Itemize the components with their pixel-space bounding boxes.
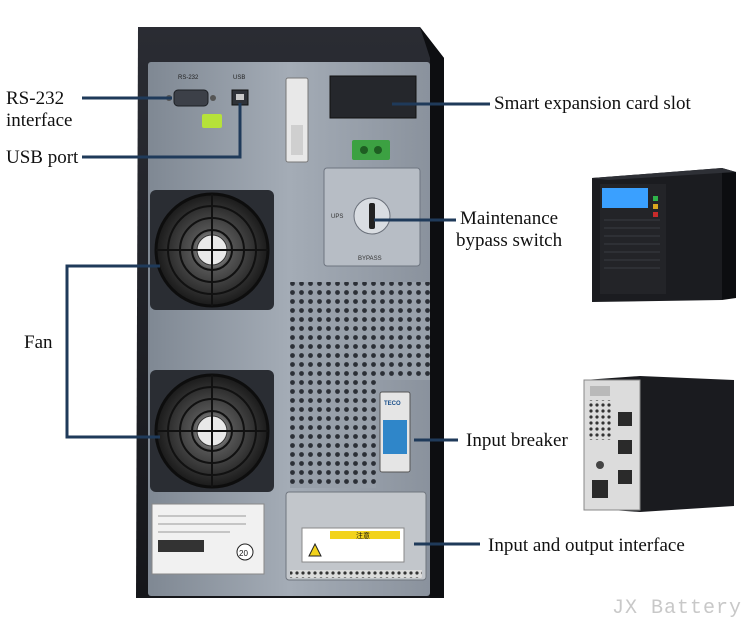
- usb-leader: [82, 103, 242, 159]
- input-breaker-label: Input breaker: [466, 430, 568, 451]
- small-outlet: [618, 470, 632, 484]
- usb-label: USB port: [6, 147, 79, 168]
- bypass-ups-label: UPS: [331, 214, 343, 220]
- bypass-label: BYPASS: [358, 256, 382, 262]
- cabinet-side: [420, 27, 444, 598]
- warning-icon: [308, 542, 322, 557]
- epo-terminal[interactable]: [352, 140, 390, 160]
- fan-leader: [65, 264, 160, 439]
- small-outlet: [618, 412, 632, 426]
- badge-icon: [236, 543, 254, 561]
- front-led: [653, 212, 658, 217]
- fan-label: Fan: [24, 332, 53, 353]
- bypass-switch-label-line1: Maintenance: [459, 208, 559, 229]
- front-lcd: [602, 188, 648, 208]
- terminal-screw-icon: [360, 146, 368, 154]
- small-inlet: [592, 480, 608, 498]
- watermark: JX Battery: [612, 597, 743, 620]
- usb-port-inner: [236, 94, 244, 100]
- sticker-detail: [291, 125, 303, 155]
- bypass-switch-slot: [369, 203, 375, 229]
- io-interface-label: Input and output interface: [488, 535, 685, 556]
- rating-label: [151, 503, 265, 575]
- small-vent: [589, 400, 611, 440]
- screw-icon: [210, 95, 216, 101]
- ups-small-rear-view: [583, 376, 734, 512]
- rs232-label-title: RS-232: [6, 88, 65, 109]
- rs232-label-sub: interface: [6, 110, 73, 131]
- small-fuse: [596, 461, 604, 469]
- leader-lines: [65, 96, 490, 546]
- warning-text: 注意: [356, 531, 370, 540]
- fan-bottom: [150, 370, 274, 492]
- front-led: [653, 204, 658, 209]
- ups-rear-unit: RS-232 USB UPS BYPASS: [136, 27, 444, 598]
- vent-grid-lower: [290, 380, 376, 488]
- terminal-screw-icon: [374, 146, 382, 154]
- small-port: [590, 386, 610, 396]
- bypass-switch-label: Maintenance bypass switch: [456, 208, 562, 252]
- vent-grid: [290, 282, 430, 380]
- ups-front-view: [592, 168, 736, 302]
- badge-text: 20: [239, 549, 248, 558]
- io-terminal-strip: [290, 570, 422, 578]
- fan-top: [150, 190, 274, 310]
- rs232-port-label: RS-232: [178, 75, 199, 81]
- usb-port-label: USB: [233, 75, 245, 81]
- small-outlet: [618, 440, 632, 454]
- rs232-port[interactable]: [173, 89, 209, 107]
- bypass-switch-label-line2: bypass switch: [456, 230, 563, 251]
- expansion-slot-label: Smart expansion card slot: [494, 93, 691, 114]
- front-led: [653, 196, 658, 201]
- breaker-brand: TECO: [384, 401, 401, 407]
- dry-contact-terminal[interactable]: [202, 114, 222, 128]
- breaker-handle: [383, 420, 407, 454]
- rs232-label: RS-232 interface: [6, 88, 72, 132]
- warning-banner: [330, 531, 400, 539]
- expansion-card-slot[interactable]: [329, 75, 417, 119]
- barcode: [158, 540, 204, 552]
